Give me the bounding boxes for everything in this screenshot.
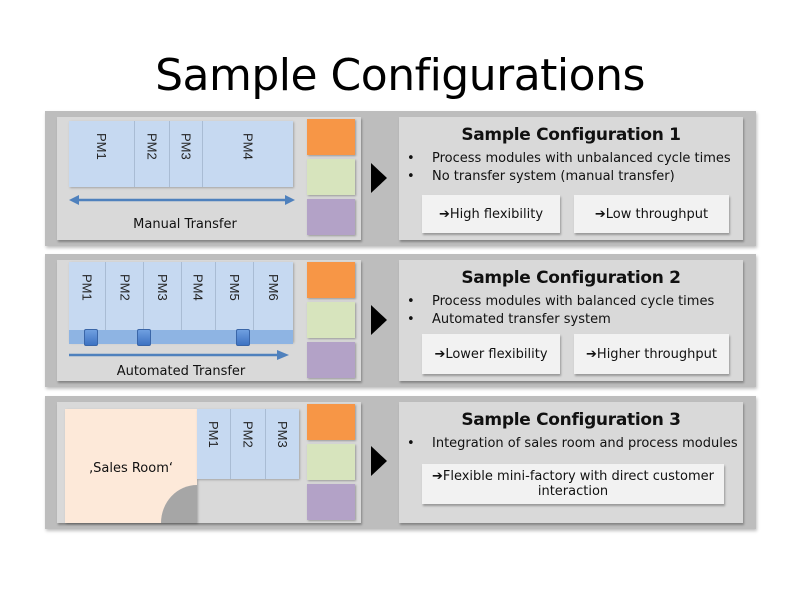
module-row: PM1 PM2 PM3 PM4: [69, 121, 293, 187]
process-module-pm4: PM4: [182, 262, 216, 342]
process-module-pm4: PM4: [240, 133, 256, 160]
module-row: PM1 PM2 PM3: [197, 409, 299, 479]
config-1-info: Sample Configuration 1 •Process modules …: [399, 117, 743, 240]
sales-room-label: ‚Sales Room‘: [88, 461, 174, 476]
process-module-pm1: PM1: [69, 121, 136, 187]
config-3-diagram: ‚Sales Room‘ PM1 PM2 PM3: [57, 402, 361, 523]
right-arrow-icon: [69, 350, 289, 360]
config-2-diagram: PM1 PM2 PM3 PM4 PM5 PM6 Automated Transf…: [57, 260, 361, 381]
double-arrow-icon: [69, 195, 295, 205]
result-mini-factory: ➔Flexible mini-factory with direct custo…: [422, 464, 724, 504]
swatch-stack: [307, 119, 355, 239]
play-arrow-icon: [371, 305, 387, 335]
process-module-pm2: PM2: [106, 262, 145, 342]
bullet-item: •Automated transfer system: [407, 312, 611, 327]
swatch-green: [307, 444, 355, 480]
swatch-green: [307, 302, 355, 338]
process-module-pm5: PM5: [216, 262, 254, 342]
process-module-pm1: PM1: [197, 409, 232, 479]
swatch-stack: [307, 262, 355, 382]
swatch-orange: [307, 119, 355, 155]
config-3-info: Sample Configuration 3 •Integration of s…: [399, 402, 743, 523]
swatch-purple: [307, 484, 355, 520]
swatch-stack: [307, 404, 355, 524]
config-1-diagram: PM1 PM2 PM3 PM4 Manual Transfer: [57, 117, 361, 240]
bullet-item: •Process modules with unbalanced cycle t…: [407, 151, 731, 166]
bullet-list: •Process modules with unbalanced cycle t…: [407, 150, 731, 186]
result-lower-flexibility: ➔Lower flexibility: [422, 334, 560, 374]
transfer-carrier: [84, 329, 98, 346]
config-1-band: PM1 PM2 PM3 PM4 Manual Transfer Sample C…: [45, 111, 756, 246]
slide-title: Sample Configurations: [155, 50, 645, 101]
transfer-label: Manual Transfer: [133, 217, 237, 232]
transfer-rail: [69, 330, 293, 344]
result-higher-throughput: ➔Higher throughput: [574, 334, 729, 374]
process-module-pm6: PM6: [265, 274, 281, 301]
sales-room: ‚Sales Room‘: [65, 409, 197, 523]
bullet-list: •Integration of sales room and process m…: [407, 435, 738, 453]
config-title: Sample Configuration 1: [461, 125, 681, 145]
config-2-info: Sample Configuration 2 •Process modules …: [399, 260, 743, 381]
transfer-carrier: [137, 329, 151, 346]
process-module-pm3: PM3: [274, 421, 290, 448]
process-module-pm1: PM1: [69, 262, 107, 342]
bullet-item: •Integration of sales room and process m…: [407, 436, 738, 451]
process-module-pm2: PM2: [135, 121, 170, 187]
transfer-carrier: [236, 329, 250, 346]
process-module-pm3: PM3: [170, 121, 204, 187]
swatch-orange: [307, 404, 355, 440]
swatch-orange: [307, 262, 355, 298]
transfer-label: Automated Transfer: [116, 364, 246, 379]
config-2-band: PM1 PM2 PM3 PM4 PM5 PM6 Automated Transf…: [45, 254, 756, 387]
config-3-band: ‚Sales Room‘ PM1 PM2 PM3 Sample Configur…: [45, 396, 756, 529]
result-low-throughput: ➔Low throughput: [574, 195, 729, 233]
process-module-pm3: PM3: [144, 262, 182, 342]
swatch-purple: [307, 342, 355, 378]
bullet-item: •Process modules with balanced cycle tim…: [407, 294, 715, 309]
bullet-item: •No transfer system (manual transfer): [407, 169, 675, 184]
play-arrow-icon: [371, 446, 387, 476]
swatch-purple: [307, 199, 355, 235]
module-row: PM1 PM2 PM3 PM4 PM5 PM6: [69, 262, 293, 342]
process-module-pm2: PM2: [231, 409, 266, 479]
swatch-green: [307, 159, 355, 195]
door-icon: [161, 485, 197, 523]
config-title: Sample Configuration 2: [461, 268, 681, 288]
bullet-list: •Process modules with balanced cycle tim…: [407, 293, 714, 329]
play-arrow-icon: [371, 163, 387, 193]
result-high-flexibility: ➔High flexibility: [422, 195, 560, 233]
config-title: Sample Configuration 3: [461, 410, 681, 430]
